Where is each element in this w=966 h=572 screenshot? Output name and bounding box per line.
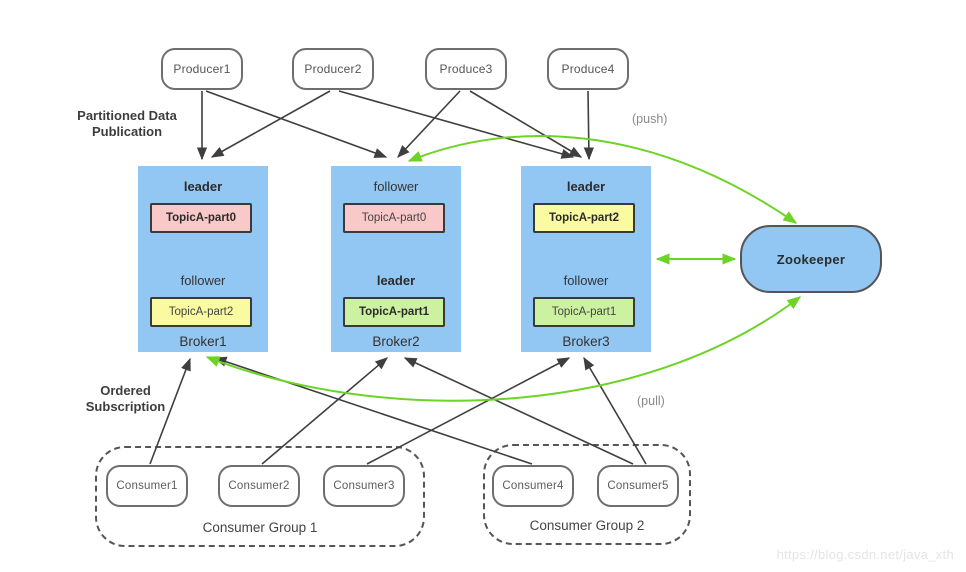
broker3-partition-topica-part1: TopicA-part1 [533, 297, 635, 327]
consumer1-node: Consumer1 [106, 465, 188, 507]
producer3-node: Produce3 [425, 48, 507, 90]
broker2-name: Broker2 [372, 334, 420, 349]
watermark-url: https://blog.csdn.net/java_xth [776, 547, 954, 562]
arrow-producer2-broker1 [210, 90, 331, 158]
broker1-name: Broker1 [179, 334, 227, 349]
broker2-partition-topica-part0: TopicA-part0 [343, 203, 445, 233]
broker3-slot2-role: follower [563, 273, 609, 288]
broker2-node: follower TopicA-part0 leader TopicA-part… [331, 166, 461, 352]
arrow-producer2-broker3 [338, 90, 575, 159]
producer2-node: Producer2 [292, 48, 374, 90]
zookeeper-node: Zookeeper [740, 225, 882, 293]
producer1-node: Producer1 [161, 48, 243, 90]
broker1-partition-topica-part0: TopicA-part0 [150, 203, 252, 233]
consumer3-node: Consumer3 [323, 465, 405, 507]
broker3-partition-topica-part2: TopicA-part2 [533, 203, 635, 233]
arrow-producer3-broker3 [469, 90, 583, 158]
broker1-slot2-role: follower [180, 273, 226, 288]
broker3-name: Broker3 [562, 334, 610, 349]
partitioned-data-publication-label: Partitioned Data Publication [77, 108, 177, 140]
consumer2-node: Consumer2 [218, 465, 300, 507]
broker2-partition-topica-part1: TopicA-part1 [343, 297, 445, 327]
broker1-slot1-role: leader [183, 179, 223, 194]
arrow-producer4-broker3 [583, 90, 594, 161]
arrow-pull-zookeeper-broker1 [205, 296, 802, 402]
broker2-slot2-role: leader [376, 273, 416, 288]
producer4-node: Produce4 [547, 48, 629, 90]
pull-label: (pull) [637, 394, 665, 408]
consumer4-node: Consumer4 [492, 465, 574, 507]
arrow-producer3-broker2 [397, 90, 461, 158]
consumer5-node: Consumer5 [597, 465, 679, 507]
broker1-node: leader TopicA-part0 follower TopicA-part… [138, 166, 268, 352]
broker1-partition-topica-part2: TopicA-part2 [150, 297, 252, 327]
broker3-node: leader TopicA-part2 follower TopicA-part… [521, 166, 651, 352]
ordered-subscription-label: Ordered Subscription [85, 383, 166, 415]
consumer-group2-label: Consumer Group 2 [529, 518, 645, 533]
push-label: (push) [632, 112, 668, 126]
broker2-slot1-role: follower [373, 179, 419, 194]
arrow-producer1-broker2 [205, 90, 388, 158]
consumer-group1-label: Consumer Group 1 [202, 520, 318, 535]
broker3-slot1-role: leader [566, 179, 606, 194]
